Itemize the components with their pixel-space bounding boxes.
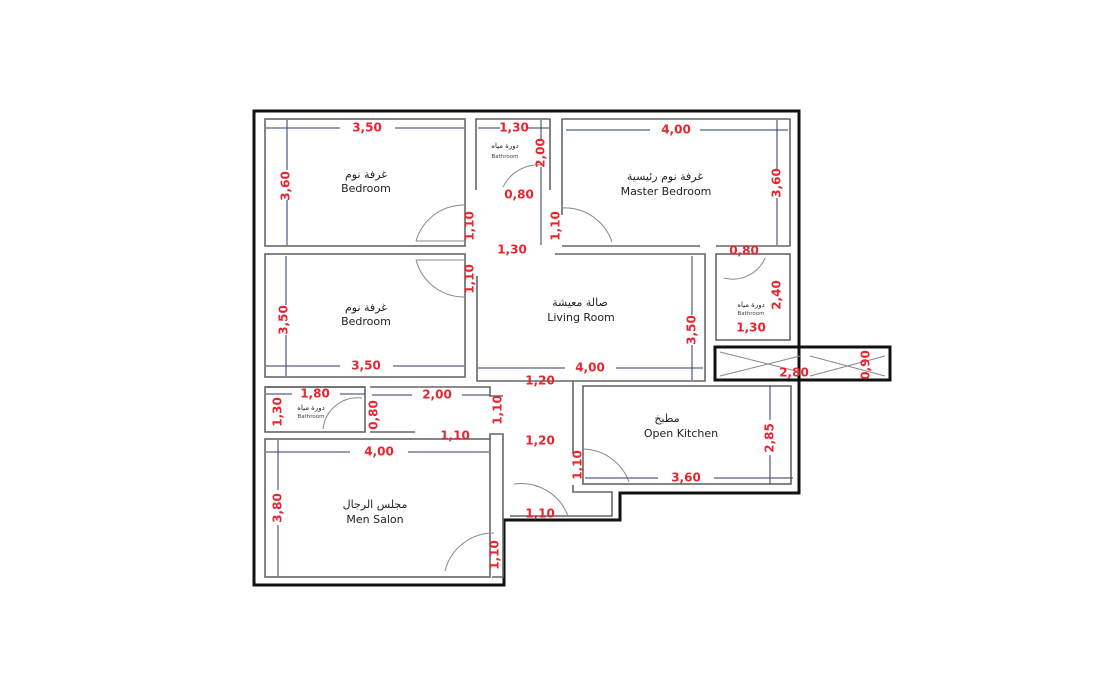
room-label-english: Bedroom (341, 182, 391, 195)
dim-label: 1,30 (271, 397, 285, 427)
dim-label: 4,00 (661, 123, 691, 137)
dim-label: 1,20 (525, 374, 555, 388)
room-label-english: Bathroom (297, 414, 324, 420)
dim-label: 3,80 (271, 493, 285, 523)
room-label-arabic: دورة مياه (737, 301, 764, 309)
dim-label: 1,30 (499, 121, 529, 135)
dim-label: 1,80 (300, 387, 330, 401)
dim-label: 1,30 (736, 321, 766, 335)
dim-label: 2,85 (763, 423, 777, 453)
room-walls (264, 118, 792, 578)
dim-label: 1,10 (525, 507, 555, 521)
dim-label: 3,60 (279, 171, 293, 201)
room-label-arabic: مجلس الرجال (343, 498, 408, 511)
room-label-english: Living Room (547, 311, 615, 324)
dim-label: 3,50 (685, 315, 699, 345)
dim-label: 3,60 (770, 168, 784, 198)
room-label-arabic: صالة معيشة (552, 296, 608, 309)
dim-label: 0,80 (504, 188, 534, 202)
dim-label: 1,10 (491, 395, 505, 425)
room-label-english: Open Kitchen (644, 427, 718, 440)
dim-label: 2,80 (779, 366, 809, 380)
dim-label: 0,80 (367, 400, 381, 430)
room-label-arabic: غرفة نوم (345, 301, 387, 314)
dim-label: 3,50 (351, 359, 381, 373)
dim-label: 3,60 (671, 471, 701, 485)
room-label-arabic: غرفة نوم رئيسية (627, 170, 703, 183)
dim-label: 4,00 (575, 361, 605, 375)
dim-label: 3,50 (277, 305, 291, 335)
dim-label: 3,50 (352, 121, 382, 135)
dim-label: 1,10 (463, 211, 477, 241)
dim-label: 1,10 (440, 429, 470, 443)
dim-label: 0,80 (729, 244, 759, 258)
room-label-arabic: دورة مياه (297, 404, 324, 412)
room-label-english: Master Bedroom (621, 185, 712, 198)
dim-label: 1,20 (525, 434, 555, 448)
dim-label: 1,10 (488, 540, 502, 570)
room-label-english: Bathroom (737, 311, 764, 317)
room-label-arabic: غرفة نوم (345, 168, 387, 181)
dim-label: 1,10 (571, 450, 585, 480)
doors (322, 164, 766, 572)
room-labels: غرفة نوم Bedroom دورة مياه Bathroom غرفة… (297, 142, 764, 526)
dim-label: 2,40 (770, 280, 784, 310)
balcony (713, 345, 892, 382)
dim-label: 1,30 (497, 243, 527, 257)
room-label-arabic: مطبخ (654, 412, 679, 425)
dim-label: 2,00 (534, 138, 548, 168)
dim-label: 0,90 (859, 350, 873, 380)
dim-label: 4,00 (364, 445, 394, 459)
balcony-cross (719, 351, 886, 377)
outer-wall (252, 109, 801, 587)
room-label-english: Men Salon (346, 513, 403, 526)
dimension-labels: 3,50 1,30 4,00 3,60 2,00 0,80 1,10 1,10 … (271, 121, 873, 570)
dim-label: 1,10 (463, 264, 477, 294)
room-label-english: Bathroom (491, 154, 518, 160)
dimension-lines (266, 120, 793, 576)
room-label-arabic: دورة مياه (491, 142, 518, 150)
dim-label: 2,00 (422, 388, 452, 402)
dim-label: 1,10 (549, 211, 563, 241)
room-label-english: Bedroom (341, 315, 391, 328)
